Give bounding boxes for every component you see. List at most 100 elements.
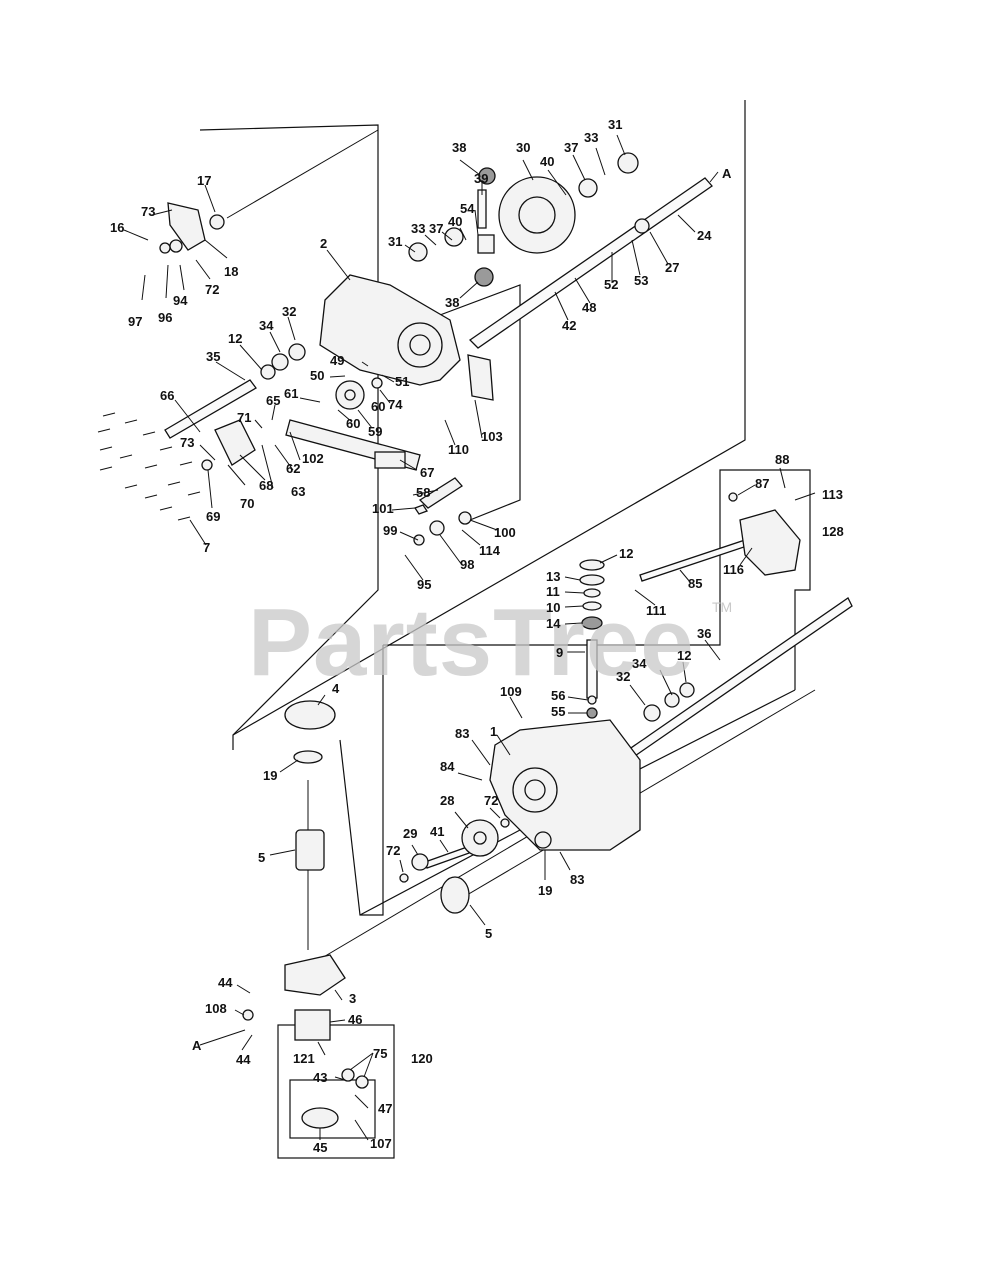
callout: 19 — [263, 768, 277, 783]
bracket-18 — [167, 202, 206, 251]
bearing-32-right — [643, 704, 661, 722]
callout: 7 — [203, 540, 210, 555]
spring-101 — [414, 504, 428, 515]
callout: 49 — [330, 353, 344, 368]
callout: 120 — [411, 1051, 433, 1066]
callout: 98 — [460, 557, 474, 572]
callout: 83 — [570, 872, 584, 887]
callout: 38 — [445, 295, 459, 310]
callout: 51 — [395, 374, 409, 389]
bearing-19-right — [534, 831, 552, 849]
callout: 55 — [551, 704, 565, 719]
collar-31-b — [617, 152, 639, 174]
box-67 — [374, 451, 406, 469]
callout: 48 — [582, 300, 596, 315]
callout: 31 — [608, 117, 622, 132]
shaft-9 — [586, 639, 598, 699]
shaft-41 — [424, 845, 473, 869]
callout: 12 — [228, 331, 242, 346]
ref-letter-a-top: A — [722, 166, 732, 181]
callout: 19 — [538, 883, 552, 898]
plate-103 — [467, 354, 494, 401]
callout: 24 — [697, 228, 712, 243]
ring-99 — [413, 534, 425, 546]
callout: 66 — [160, 388, 174, 403]
callout: 87 — [755, 476, 769, 491]
callout: 31 — [388, 234, 402, 249]
callout: 39 — [474, 171, 488, 186]
callout: 28 — [440, 793, 454, 808]
callout: 4 — [332, 681, 340, 696]
callout: 37 — [564, 140, 578, 155]
callout: 36 — [697, 626, 711, 641]
lower-housing — [489, 719, 641, 851]
callout: 44 — [236, 1052, 251, 1067]
watermark: PartsTree — [248, 589, 695, 696]
ring-12-stack — [579, 559, 605, 571]
plug-87 — [728, 492, 738, 502]
callout: 44 — [218, 975, 233, 990]
callout: 54 — [460, 201, 475, 216]
callout: 18 — [224, 264, 238, 279]
callout: 17 — [197, 173, 211, 188]
callout: 95 — [417, 577, 431, 592]
callout: 9 — [556, 645, 563, 660]
callout: 33 — [411, 221, 425, 236]
callout: 83 — [455, 726, 469, 741]
callout: 60 — [371, 399, 385, 414]
bearing-19-left — [293, 750, 323, 764]
callout: 34 — [259, 318, 274, 333]
callout: 29 — [403, 826, 417, 841]
callout: 96 — [158, 310, 172, 325]
callout: 12 — [677, 648, 691, 663]
washer-100 — [458, 511, 472, 525]
callout: 5 — [485, 926, 492, 941]
shaft-39 — [477, 189, 487, 229]
washer-13 — [579, 574, 605, 586]
callout: 73 — [180, 435, 194, 450]
callout: 42 — [562, 318, 576, 333]
bearing-17 — [209, 214, 225, 230]
bracket-98 — [429, 520, 445, 536]
ring-60 — [371, 377, 383, 389]
callout: 67 — [420, 465, 434, 480]
collar-31-a — [408, 242, 428, 262]
gear-29 — [411, 853, 429, 871]
callout: 10 — [546, 600, 560, 615]
callout: 73 — [141, 204, 155, 219]
callout: 102 — [302, 451, 324, 466]
leader-lines — [123, 134, 816, 1141]
callout: 97 — [128, 314, 142, 329]
gear-27 — [634, 218, 650, 234]
callout: 11 — [546, 584, 560, 599]
callout: 101 — [372, 501, 394, 516]
callout: 40 — [448, 214, 462, 229]
callout: 116 — [723, 562, 744, 577]
pump-3 — [284, 954, 346, 996]
callout: 69 — [206, 509, 220, 524]
callout: 65 — [266, 393, 280, 408]
callout: 63 — [291, 484, 305, 499]
diagram-frames — [199, 100, 811, 1159]
pulley-5-left — [295, 829, 325, 871]
watermark-tm: TM — [712, 599, 732, 615]
callout: 71 — [237, 410, 251, 425]
callout: 41 — [430, 824, 444, 839]
callout: 2 — [320, 236, 327, 251]
block-54 — [477, 234, 495, 254]
callout: 84 — [440, 759, 455, 774]
gear-37-b — [578, 178, 598, 198]
callout: 5 — [258, 850, 265, 865]
callout: 100 — [494, 525, 516, 540]
callout: 60 — [346, 416, 360, 431]
callout: 88 — [775, 452, 789, 467]
callout: 108 — [205, 1001, 227, 1016]
callout: 85 — [688, 576, 702, 591]
shaft-35 — [164, 379, 257, 439]
ring-12-right — [679, 682, 695, 698]
callout: 72 — [386, 843, 400, 858]
callout: 14 — [546, 616, 561, 631]
gear-38-top — [478, 167, 496, 185]
washer-108 — [242, 1009, 254, 1021]
